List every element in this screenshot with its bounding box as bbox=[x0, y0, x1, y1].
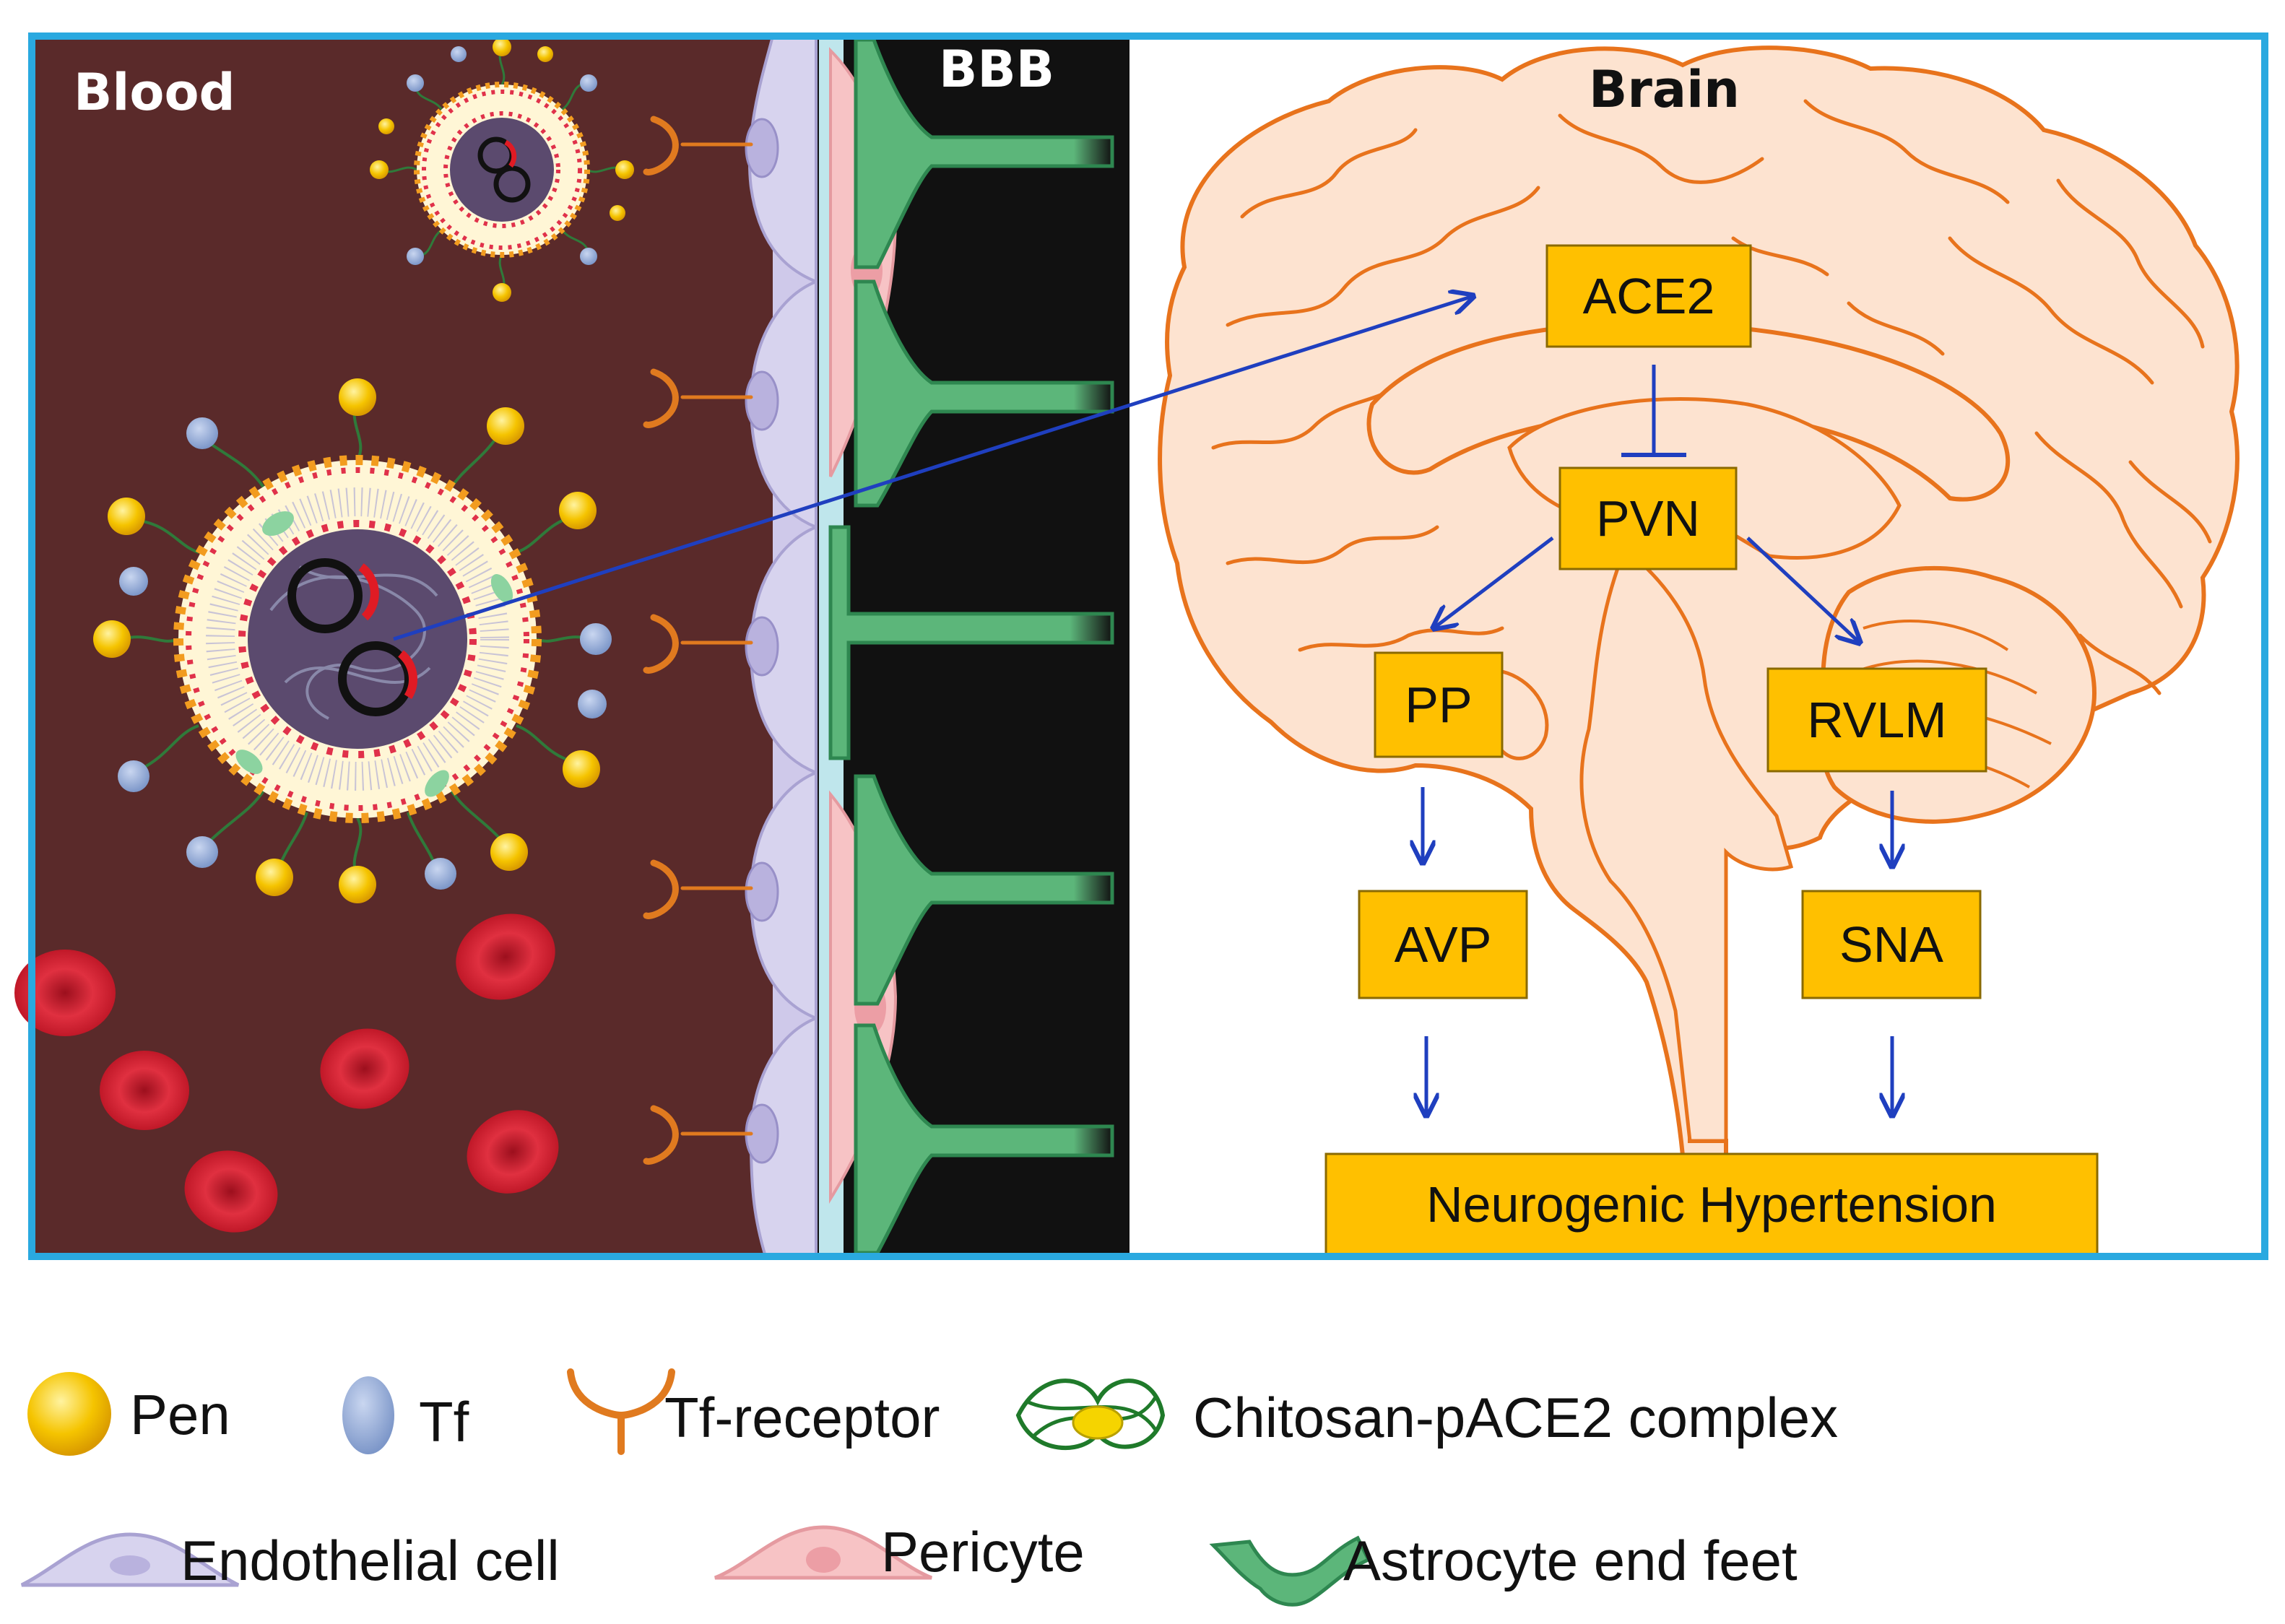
liposome-small bbox=[370, 38, 634, 302]
tf-receptor-icon bbox=[567, 1368, 675, 1455]
tf-receptor bbox=[643, 1105, 753, 1165]
pen-icon bbox=[27, 1372, 111, 1456]
svg-text:Tf: Tf bbox=[419, 1390, 469, 1454]
svg-text:PP: PP bbox=[1405, 677, 1472, 733]
legend-item-pericyte: Pericyte bbox=[714, 1520, 1085, 1584]
delivery-arrow bbox=[393, 296, 1473, 641]
red-blood-cell bbox=[184, 1150, 278, 1233]
endothelial-cell bbox=[745, 1016, 818, 1258]
svg-text:Neurogenic Hypertension: Neurogenic Hypertension bbox=[1426, 1176, 1997, 1233]
endothelial-cell bbox=[745, 35, 818, 284]
endothelial-cell bbox=[745, 279, 818, 529]
svg-text:Astrocyte end feet: Astrocyte end feet bbox=[1343, 1529, 1798, 1592]
panel-frame bbox=[28, 32, 2268, 1260]
label-bbb: BBB bbox=[939, 40, 1054, 99]
tf-icon bbox=[342, 1376, 394, 1454]
arrow-pvn-pp bbox=[1434, 537, 1554, 628]
pathway-node-outcome: Neurogenic Hypertension bbox=[1324, 1152, 2099, 1258]
pathway-arrows bbox=[1423, 365, 1892, 1116]
legend-item-pen: Pen bbox=[27, 1372, 230, 1456]
red-blood-cell bbox=[14, 950, 116, 1036]
tf-receptor bbox=[643, 368, 753, 428]
red-blood-cell bbox=[100, 1051, 189, 1130]
brainstem bbox=[1579, 545, 1794, 1143]
endothelial-cell bbox=[745, 770, 818, 1020]
pathway-node-pp: PP bbox=[1374, 651, 1504, 758]
red-blood-cell bbox=[320, 1028, 409, 1109]
svg-text:SNA: SNA bbox=[1839, 916, 1943, 973]
pathway-node-avp: AVP bbox=[1358, 890, 1528, 999]
arrow-pvn-rvlm bbox=[1746, 537, 1860, 643]
svg-text:Pericyte: Pericyte bbox=[881, 1520, 1085, 1584]
endothelial-cell bbox=[745, 525, 818, 775]
tf-receptors bbox=[643, 116, 753, 1165]
label-brain: Brain bbox=[1589, 60, 1740, 119]
chitosan-pace2-icon bbox=[1015, 1378, 1166, 1450]
astrocyte-end-feet-icon bbox=[1209, 1535, 1371, 1607]
liposome-large bbox=[93, 378, 612, 903]
svg-text:RVLM: RVLM bbox=[1807, 692, 1946, 748]
legend: Pen Tf Tf-receptor Chitosan-pACE2 comple… bbox=[20, 1368, 1838, 1607]
legend-item-astrocyte: Astrocyte end feet bbox=[1209, 1529, 1798, 1607]
tf-receptor bbox=[643, 116, 753, 175]
legend-item-endothelial: Endothelial cell bbox=[20, 1529, 560, 1592]
svg-text:PVN: PVN bbox=[1596, 490, 1700, 547]
pathway-node-ace2: ACE2 bbox=[1545, 244, 1752, 348]
svg-text:Pen: Pen bbox=[130, 1383, 230, 1446]
legend-item-tf: Tf bbox=[342, 1376, 469, 1454]
svg-text:ACE2: ACE2 bbox=[1583, 268, 1715, 324]
pathway-node-rvlm: RVLM bbox=[1766, 667, 1987, 773]
red-blood-cell bbox=[456, 913, 555, 1000]
svg-text:Endothelial cell: Endothelial cell bbox=[181, 1529, 560, 1592]
endothelial-layer bbox=[745, 35, 818, 1258]
label-blood: Blood bbox=[74, 63, 235, 122]
pathway-node-sna: SNA bbox=[1801, 890, 1982, 999]
tf-receptor bbox=[643, 614, 753, 674]
red-blood-cell bbox=[467, 1110, 559, 1194]
brain-gyri bbox=[1211, 99, 2212, 695]
svg-text:Tf-receptor: Tf-receptor bbox=[664, 1386, 940, 1449]
red-blood-cells bbox=[14, 913, 559, 1233]
legend-item-tf-receptor: Tf-receptor bbox=[567, 1368, 940, 1455]
svg-text:AVP: AVP bbox=[1395, 916, 1492, 973]
svg-text:Chitosan-pACE2 complex: Chitosan-pACE2 complex bbox=[1193, 1386, 1838, 1449]
pathway-node-pvn: PVN bbox=[1558, 466, 1738, 570]
legend-item-complex: Chitosan-pACE2 complex bbox=[1015, 1378, 1838, 1450]
tf-receptor bbox=[643, 859, 753, 919]
